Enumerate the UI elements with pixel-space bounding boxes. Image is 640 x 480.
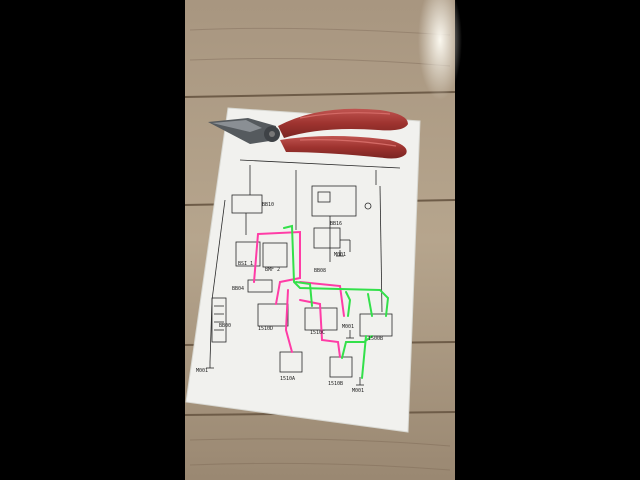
green-highlighted-wires (283, 224, 390, 379)
label-1510a: 1510A (280, 376, 295, 382)
label-1510d: 1510D (258, 326, 273, 332)
label-bsi1: BSI 1 (238, 261, 253, 267)
label-m001-d: M001 (352, 388, 364, 394)
label-bb00: BB00 (219, 323, 231, 329)
label-bb10: BB10 (262, 202, 274, 208)
label-1500b: 1500B (368, 336, 383, 342)
label-bb16: BB16 (330, 221, 342, 227)
letterbox-right (455, 0, 640, 480)
diagram-labels: BB10 BSI 1 BMF 2 BB04 BB00 BB16 BB08 M00… (196, 202, 383, 394)
wiring-diagram (206, 159, 401, 386)
pliers-lower-handle (280, 136, 407, 159)
label-bb04: BB04 (232, 286, 244, 292)
wiring-diagram-sheet (186, 108, 420, 432)
label-m001-a: M001 (334, 252, 346, 258)
label-m001-b: M001 (196, 368, 208, 374)
letterbox-left (0, 0, 185, 480)
label-bb08: BB08 (314, 268, 326, 274)
label-1510b: 1510B (328, 381, 343, 387)
label-1510c: 1510C (310, 330, 325, 336)
label-bmf2: BMF 2 (265, 267, 280, 273)
pink-highlighted-wires (253, 230, 345, 358)
label-m001-c: M001 (342, 324, 354, 330)
pliers (208, 108, 408, 159)
